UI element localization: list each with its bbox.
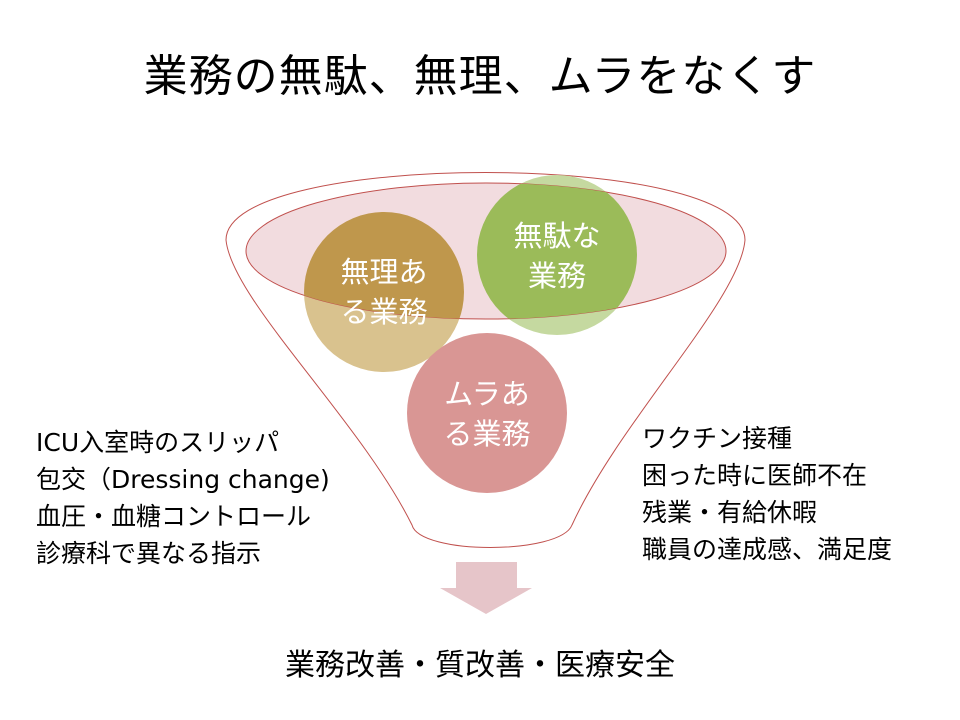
- right-list-item: 困った時に医師不在: [642, 461, 868, 490]
- right-list-item: 職員の達成感、満足度: [642, 535, 893, 564]
- circle-mura-label-1: ムラあ: [444, 377, 530, 411]
- circle-muri-label-1: 無理あ: [340, 255, 427, 289]
- left-list-item: ICU入室時のスリッパ: [36, 428, 280, 457]
- circle-muda-label-1: 無駄な: [513, 219, 600, 253]
- circle-mura-label-2: る業務: [443, 417, 530, 451]
- circle-muda-label-2: 業務: [528, 259, 586, 293]
- circle-mura: [407, 333, 567, 493]
- left-list-item: 包交（Dressing change): [36, 465, 330, 494]
- left-list: ICU入室時のスリッパ 包交（Dressing change) 血圧・血糖コント…: [36, 424, 330, 572]
- left-list-item: 診療科で異なる指示: [36, 539, 262, 568]
- slide-title: 業務の無駄、無理、ムラをなくす: [143, 51, 817, 102]
- right-list: ワクチン接種 困った時に医師不在 残業・有給休暇 職員の達成感、満足度: [642, 420, 892, 568]
- circle-muri-label-2: る業務: [340, 295, 427, 329]
- left-list-item: 血圧・血糖コントロール: [36, 502, 312, 531]
- right-list-item: 残業・有給休暇: [642, 498, 818, 527]
- outcome-text: 業務改善・質改善・医療安全: [285, 648, 675, 683]
- right-list-item: ワクチン接種: [642, 424, 793, 453]
- funnel-outline: [225, 172, 746, 548]
- down-arrow-icon: [440, 562, 532, 614]
